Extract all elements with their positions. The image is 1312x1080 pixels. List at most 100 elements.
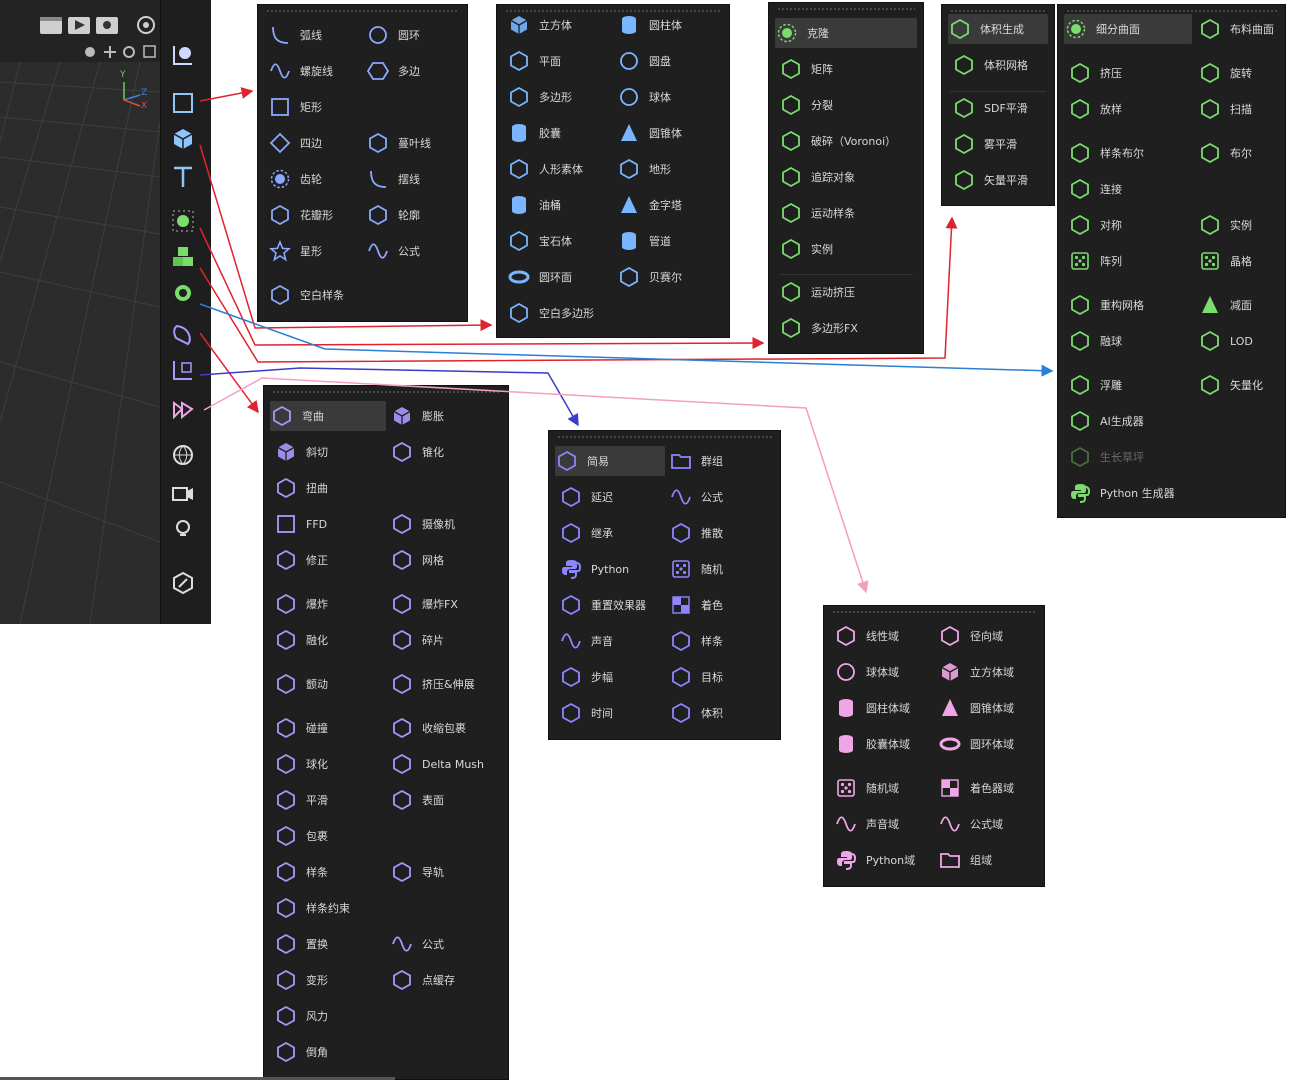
generator-menu-item[interactable]: 减面	[1198, 290, 1252, 320]
deformer-menu-item[interactable]: 球化	[274, 749, 328, 779]
deformer-tool-button[interactable]	[168, 320, 198, 350]
spline-menu-item[interactable]: 公式	[366, 236, 420, 266]
object-menu-item[interactable]: 贝赛尔	[617, 262, 682, 292]
effector-menu-item[interactable]: 体积	[669, 698, 723, 728]
light-tool-button[interactable]	[168, 514, 198, 544]
deformer-menu-item[interactable]: 样条约束	[274, 893, 350, 923]
mograph-menu-item[interactable]: 矩阵	[779, 54, 833, 84]
effector-menu-item[interactable]: 继承	[559, 518, 613, 548]
deformer-menu-item[interactable]: 风力	[274, 1001, 328, 1031]
deformer-menu-item[interactable]: 挤压&伸展	[390, 669, 475, 699]
deformer-menu-item[interactable]: 样条	[274, 857, 328, 887]
render-view-icon[interactable]	[68, 17, 90, 34]
deformer-menu-item[interactable]: FFD	[274, 509, 327, 539]
spline-menu-item[interactable]: 圆环	[366, 20, 420, 50]
mograph-menu-item[interactable]: 分裂	[779, 90, 833, 120]
object-menu-item[interactable]: 胶囊	[507, 118, 561, 148]
generator-menu-item[interactable]: 对称	[1068, 210, 1122, 240]
object-menu-item[interactable]: 地形	[617, 154, 671, 184]
generator-menu-item[interactable]: 实例	[1198, 210, 1252, 240]
deformer-menu-item[interactable]: 点缓存	[390, 965, 455, 995]
pan-hand-icon[interactable]	[85, 47, 95, 57]
object-menu-item[interactable]: 圆锥体	[617, 118, 682, 148]
deformer-menu-item[interactable]: 网格	[390, 545, 444, 575]
camera-view-button[interactable]	[168, 40, 198, 70]
object-menu-item[interactable]: 立方体	[507, 10, 572, 40]
field-menu-item[interactable]: Python域	[834, 845, 915, 875]
effector-menu-item[interactable]: 延迟	[559, 482, 613, 512]
mograph-menu-item[interactable]: 多边形FX	[779, 313, 858, 343]
effector-menu-item[interactable]: Python	[559, 554, 629, 584]
effector-menu-item[interactable]: 步幅	[559, 662, 613, 692]
mograph-menu-item[interactable]: 运动样条	[779, 198, 855, 228]
object-menu-item[interactable]: 圆盘	[617, 46, 671, 76]
deformer-menu-item[interactable]: 变形	[274, 965, 328, 995]
generator-menu-item[interactable]: 布尔	[1198, 138, 1252, 168]
deformer-menu-item[interactable]: 导轨	[390, 857, 444, 887]
object-menu-item[interactable]: 宝石体	[507, 226, 572, 256]
generator-menu-item[interactable]: 融球	[1068, 326, 1122, 356]
field-menu-item[interactable]: 线性域	[834, 621, 899, 651]
object-menu-item[interactable]: 金字塔	[617, 190, 682, 220]
volume-menu-item[interactable]: 矢量平滑	[952, 165, 1028, 195]
spline-menu-item[interactable]: 齿轮	[268, 164, 322, 194]
field-menu-item[interactable]: 径向域	[938, 621, 1003, 651]
spline-menu-item[interactable]: 四边	[268, 128, 322, 158]
spline-menu-item[interactable]: 花瓣形	[268, 200, 333, 230]
deformer-menu-item[interactable]: 颤动	[274, 669, 328, 699]
move-icon[interactable]	[104, 46, 116, 58]
field-tool-button[interactable]	[168, 395, 198, 425]
deformer-menu-item[interactable]: Delta Mush	[390, 749, 484, 779]
deformer-menu-item[interactable]: 扭曲	[274, 473, 328, 503]
deformer-menu-item[interactable]: 锥化	[390, 437, 444, 467]
generator-menu-item[interactable]: 挤压	[1068, 58, 1122, 88]
volume-menu-item[interactable]: 雾平滑	[952, 129, 1017, 159]
deformer-menu-item[interactable]: 收缩包裹	[390, 713, 466, 743]
deformer-menu-item[interactable]: 公式	[390, 929, 444, 959]
object-menu-item[interactable]: 人形素体	[507, 154, 583, 184]
effector-menu-item[interactable]: 声音	[559, 626, 613, 656]
rotate-icon[interactable]	[123, 46, 135, 58]
spline-menu-item[interactable]: 螺旋线	[268, 56, 333, 86]
effector-menu-item[interactable]: 简易	[555, 446, 665, 476]
field-menu-item[interactable]: 声音域	[834, 809, 899, 839]
effector-menu-item[interactable]: 公式	[669, 482, 723, 512]
volume-menu-item[interactable]: 体积生成	[948, 14, 1048, 44]
object-menu-item[interactable]: 圆柱体	[617, 10, 682, 40]
field-menu-item[interactable]: 胶囊体域	[834, 729, 910, 759]
field-menu-item[interactable]: 圆锥体域	[938, 693, 1014, 723]
viewport[interactable]: Y Z X	[0, 0, 160, 624]
generator-menu-item[interactable]: 阵列	[1068, 246, 1122, 276]
deformer-menu-item[interactable]: 碎片	[390, 625, 444, 655]
volume-menu-item[interactable]: 体积网格	[952, 50, 1028, 80]
cube-tool-button[interactable]	[168, 124, 198, 154]
field-menu-item[interactable]: 随机域	[834, 773, 899, 803]
generator-menu-item[interactable]: 连接	[1068, 174, 1122, 204]
deformer-menu-item[interactable]: 斜切	[274, 437, 328, 467]
object-menu-item[interactable]: 管道	[617, 226, 671, 256]
generator-menu-item[interactable]: 放样	[1068, 94, 1122, 124]
text-tool-button[interactable]	[168, 162, 198, 192]
effector-menu-item[interactable]: 样条	[669, 626, 723, 656]
generator-menu-item[interactable]: 扫描	[1198, 94, 1252, 124]
spline-menu-item[interactable]: 空白样条	[268, 280, 344, 310]
generator-menu-item[interactable]: 重构网格	[1068, 290, 1144, 320]
spline-menu-item[interactable]: 轮廓	[366, 200, 420, 230]
deformer-menu-item[interactable]: 修正	[274, 545, 328, 575]
camera-tool-button[interactable]	[168, 478, 198, 508]
field-menu-item[interactable]: 组域	[938, 845, 992, 875]
mograph-menu-item[interactable]: 运动挤压	[779, 277, 855, 307]
deformer-menu-item[interactable]: 表面	[390, 785, 444, 815]
field-menu-item[interactable]: 圆柱体域	[834, 693, 910, 723]
generator-menu-item[interactable]: Python 生成器	[1068, 478, 1175, 508]
volume-menu-item[interactable]: SDF平滑	[952, 93, 1028, 123]
field-menu-item[interactable]: 公式域	[938, 809, 1003, 839]
generator-menu-item[interactable]: 布料曲面	[1198, 14, 1274, 44]
generator-menu-item[interactable]: AI生成器	[1068, 406, 1144, 436]
object-menu-item[interactable]: 圆环面	[507, 262, 572, 292]
field-menu-item[interactable]: 圆环体域	[938, 729, 1014, 759]
clapper-icon[interactable]	[40, 17, 62, 34]
deformer-menu-item[interactable]: 弯曲	[270, 401, 386, 431]
effector-menu-item[interactable]: 重置效果器	[559, 590, 646, 620]
deformer-menu-item[interactable]: 摄像机	[390, 509, 455, 539]
